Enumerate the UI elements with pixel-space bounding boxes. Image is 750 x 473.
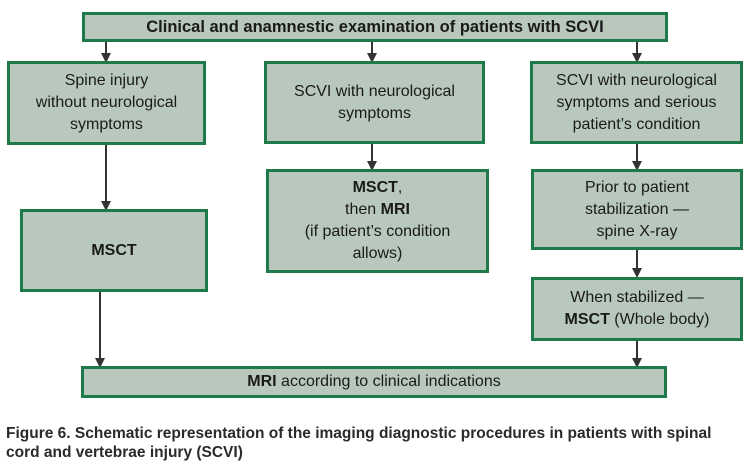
col3-stabilized-line1: When stabilized — [570, 289, 704, 306]
col2-detail-line4: allows) [352, 245, 403, 262]
bottom-mri-rest: according to clinical indications [276, 373, 501, 390]
col1-msct-label: MSCT [91, 241, 137, 259]
col2-head-line2: symptoms [338, 104, 411, 122]
col3-stabilized-rest: (Whole body) [609, 311, 710, 328]
col2-detail-msct: MSCT [352, 179, 398, 196]
col3-prior-line3: spine X-ray [596, 222, 678, 240]
col3-stabilized-msct: MSCT [564, 311, 610, 328]
bottom-mri-box: MRI according to clinical indications [81, 366, 667, 398]
col1-msct-box: MSCT [20, 209, 208, 292]
top-examination-box: Clinical and anamnestic examination of p… [82, 12, 668, 42]
col2-detail-box: MSCT, then MRI (if patient’s condition a… [266, 169, 489, 273]
col2-detail-mri: MRI [380, 201, 410, 218]
col3-head-line3: patient’s condition [572, 115, 701, 133]
col3-head-line1: SCVI with neurological [556, 71, 717, 89]
col2-head-line1: SCVI with neurological [294, 82, 455, 100]
figure-caption: Figure 6. Schematic representation of th… [6, 425, 712, 461]
col2-detail-comma: , [397, 179, 403, 196]
col3-stabilized-box: When stabilized — MSCT (Whole body) [531, 277, 743, 341]
col1-head-line3: symptoms [70, 116, 143, 133]
col1-head-line1: Spine injury [64, 72, 149, 89]
col1-head-line2: without neurological [35, 94, 178, 111]
col1-head-box: Spine injury without neurological sympto… [7, 61, 206, 145]
col2-detail-then: then [345, 201, 381, 218]
col3-prior-box: Prior to patient stabilization — spine X… [531, 169, 743, 250]
bottom-mri: MRI [247, 373, 277, 390]
col2-head-box: SCVI with neurological symptoms [264, 61, 485, 144]
col3-prior-line1: Prior to patient [584, 178, 690, 196]
col3-head-box: SCVI with neurological symptoms and seri… [530, 61, 743, 144]
col2-detail-line3: (if patient’s condition [304, 223, 451, 240]
top-examination-label: Clinical and anamnestic examination of p… [146, 18, 604, 36]
col3-prior-line2: stabilization — [584, 200, 690, 218]
col3-head-line2: symptoms and serious [556, 93, 717, 111]
